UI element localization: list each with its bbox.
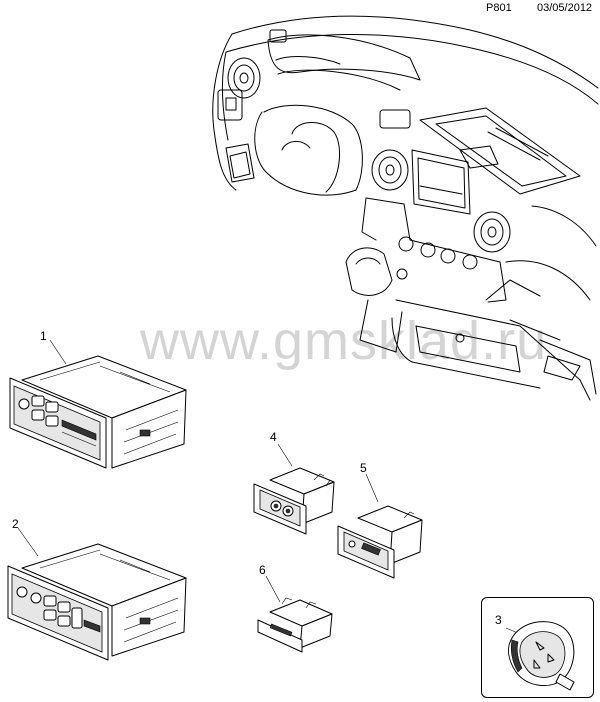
part-4-auxiliary-socket	[253, 443, 335, 535]
part-6-connector-module	[257, 575, 333, 653]
steering-wheel-control-switch-icon	[505, 621, 575, 691]
callout-5: 5	[360, 461, 367, 475]
part-5-usb-socket	[337, 473, 423, 579]
watermark: www.gmsklad.ru	[140, 311, 548, 371]
callout-1: 1	[40, 329, 47, 343]
callout-4: 4	[270, 430, 277, 444]
part-3-inset-frame	[481, 597, 594, 698]
callout-6: 6	[259, 563, 266, 577]
callout-2: 2	[12, 517, 19, 531]
dashboard-illustration	[212, 15, 599, 401]
part-2-radio-unit	[7, 527, 187, 661]
part-1-radio-unit	[9, 339, 187, 469]
diagram-code: P801	[486, 2, 512, 14]
diagram-date: 03/05/2012	[537, 2, 593, 14]
callout-3: 3	[495, 613, 502, 627]
